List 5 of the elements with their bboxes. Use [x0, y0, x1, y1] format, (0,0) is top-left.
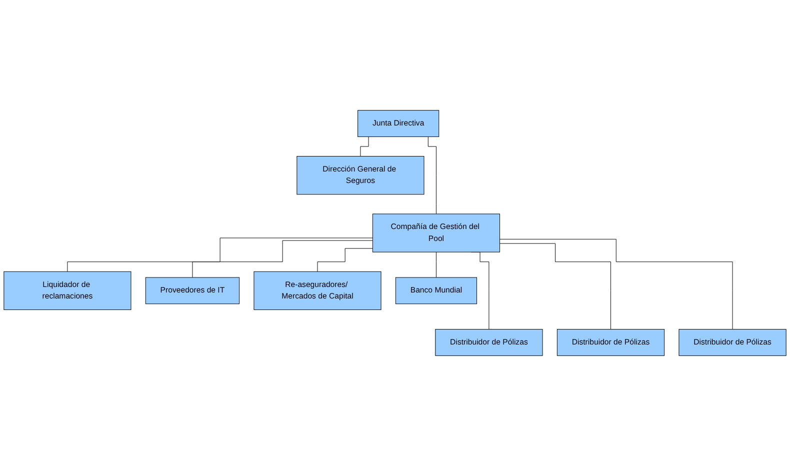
- connector: [500, 243, 611, 330]
- connector: [317, 248, 373, 272]
- connector: [192, 240, 373, 278]
- connector: [67, 238, 373, 272]
- connector: [500, 238, 733, 330]
